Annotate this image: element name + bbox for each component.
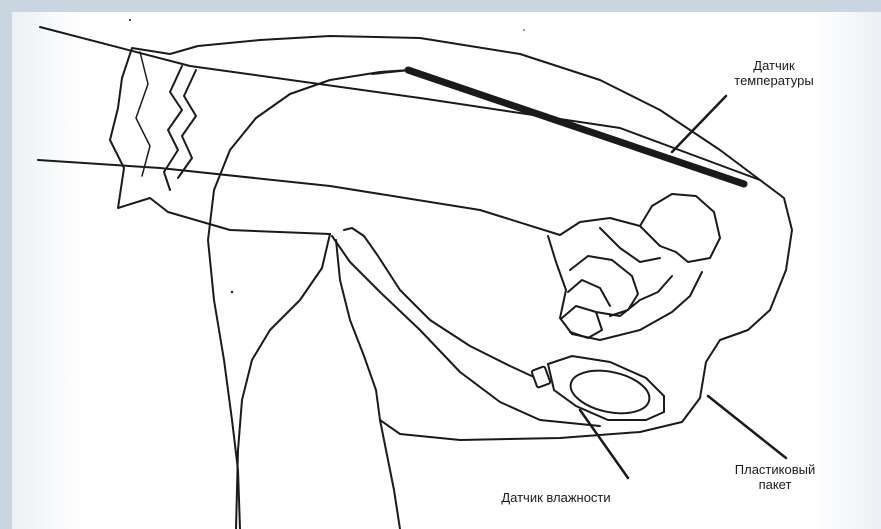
plastic-bag-leader-line: [708, 396, 786, 458]
diagram-canvas: Датчик температуры Пластиковый пакет Дат…: [12, 12, 881, 529]
temperature-probe: [408, 70, 744, 184]
lower-arm-left-edge: [236, 234, 330, 529]
temperature-sensor-label: Датчик температуры: [719, 58, 829, 88]
humidity-sensor-label: Датчик влажности: [466, 490, 646, 505]
lower-arm-right-edge: [380, 420, 400, 529]
temperature-sensor-label-line2: температуры: [719, 73, 829, 88]
plastic-bag-label: Пластиковый пакет: [720, 462, 830, 492]
plastic-bag-label-line2: пакет: [720, 477, 830, 492]
temperature-sensor-label-line1: Датчик: [719, 58, 829, 73]
sensor-cable: [208, 70, 546, 529]
forearm-lower-line: [38, 160, 560, 235]
fist-outline: [560, 194, 720, 338]
plastic-bag-label-line1: Пластиковый: [720, 462, 830, 477]
hand-in-bag-illustration: [12, 12, 881, 529]
lower-arm-inner-line: [336, 240, 380, 420]
humidity-sensor-pad: [531, 356, 664, 420]
palm-line: [332, 236, 600, 426]
plastic-bag-outline: [110, 36, 792, 440]
